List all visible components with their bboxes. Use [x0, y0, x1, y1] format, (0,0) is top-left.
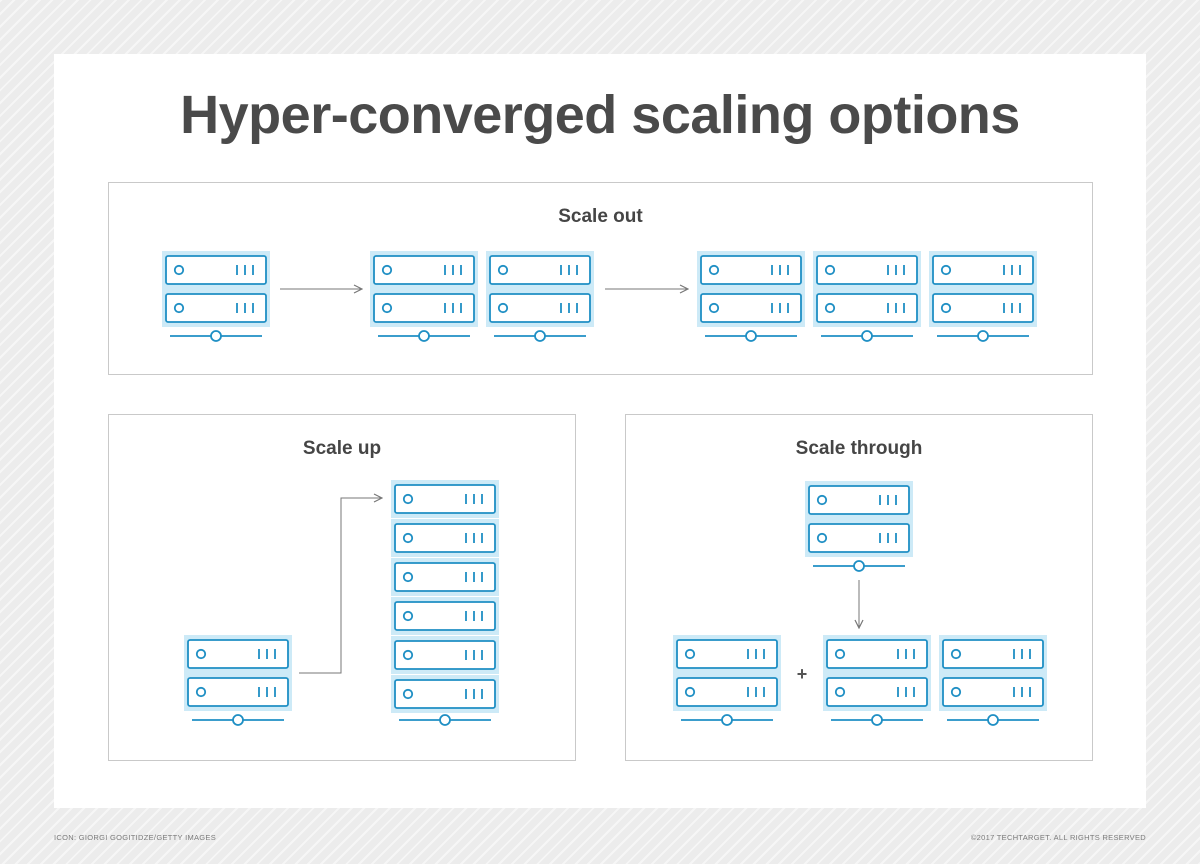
server-icon	[938, 634, 1048, 726]
plus-icon: +	[797, 664, 808, 684]
server-icon	[804, 480, 914, 572]
server-icon	[485, 250, 595, 342]
server-icon	[369, 250, 479, 342]
copyright-notice: ©2017 TECHTARGET. ALL RIGHTS RESERVED	[970, 833, 1146, 842]
server-icon	[812, 250, 922, 342]
server-icon	[161, 250, 271, 342]
panel-scale-out: Scale out	[108, 182, 1093, 375]
server-icon	[390, 479, 500, 726]
image-credit: ICON: GIORGI GOGITIDZE/GETTY IMAGES	[54, 833, 217, 842]
server-icon	[672, 634, 782, 726]
panel-title-scale-up: Scale up	[302, 438, 382, 459]
page-title: Hyper-converged scaling options	[180, 85, 1020, 145]
panel-title-scale-out: Scale out	[558, 206, 643, 227]
arrow-right-icon	[299, 498, 382, 674]
server-icon	[822, 634, 932, 726]
server-icon	[696, 250, 806, 342]
server-icon	[928, 250, 1038, 342]
panel-title-scale-through: Scale through	[795, 438, 923, 459]
server-icon	[183, 634, 293, 726]
